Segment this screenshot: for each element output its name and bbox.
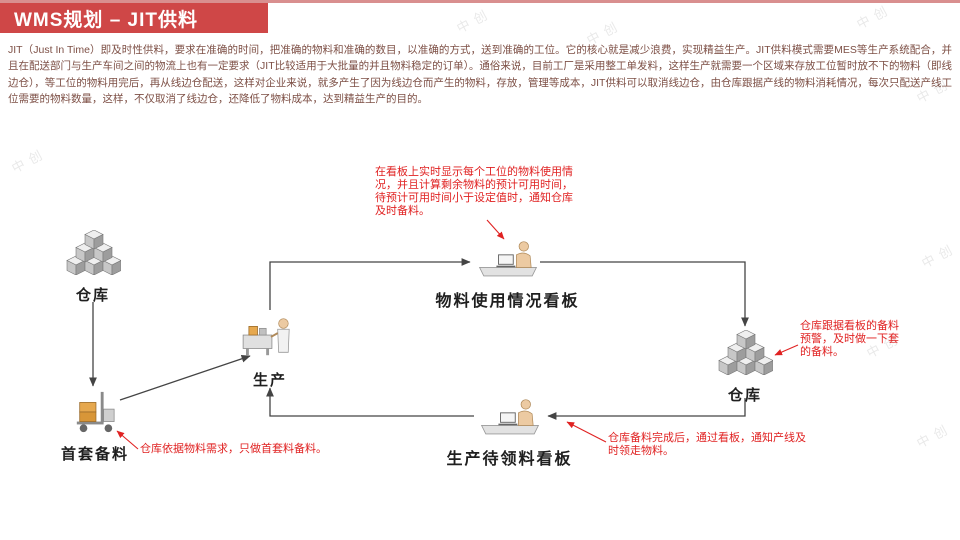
production-station-icon: [242, 318, 290, 356]
slide-title: WMS规划 – JIT供料: [14, 9, 199, 31]
annotation-usage-board: 在看板上实时显示每个工位的物料使用情况，并且计算剩余物料的预计可用时间，待预计可…: [375, 166, 573, 217]
node-label-usage-board: 物料使用情况看板: [435, 293, 580, 310]
annotation-pending-board: 仓库备料完成后，通过看板，通知产线及时领走物料。: [608, 432, 806, 457]
node-label-production: 生产: [252, 373, 287, 389]
node-label-warehouse-left: 仓库: [75, 288, 110, 304]
warehouse-boxes-icon: [65, 230, 121, 275]
node-production: 生产: [235, 312, 305, 390]
body-paragraph: JIT（Just In Time）即及时性供料，要求在准确的时间，把准确的物料和…: [8, 44, 952, 105]
node-label-warehouse-right: 仓库: [727, 388, 762, 404]
forklift-icon: [76, 391, 115, 433]
node-warehouse-right: 仓库: [710, 330, 780, 405]
person-at-kanban-icon: [480, 398, 539, 435]
slide-title-bar: WMS规划 – JIT供料: [0, 3, 268, 33]
person-at-kanban-icon: [478, 240, 537, 277]
annotation-first-set: 仓库依据物料需求，只做首套料备料。: [140, 443, 327, 455]
node-first-set-preparation: 首套备料: [40, 390, 150, 464]
node-usage-board: 物料使用情况看板: [425, 238, 590, 311]
annotation-warehouse-right: 仓库跟据看板的备料预警，及时做一下套的备料。: [800, 320, 899, 358]
node-label-pending-board: 生产待领料看板: [446, 451, 573, 468]
node-label-first-set: 首套备料: [60, 447, 129, 463]
node-warehouse-left: 仓库: [58, 230, 128, 305]
warehouse-boxes-icon: [717, 330, 773, 375]
top-accent-line: [0, 0, 960, 3]
node-pending-board: 生产待领料看板: [422, 396, 597, 469]
